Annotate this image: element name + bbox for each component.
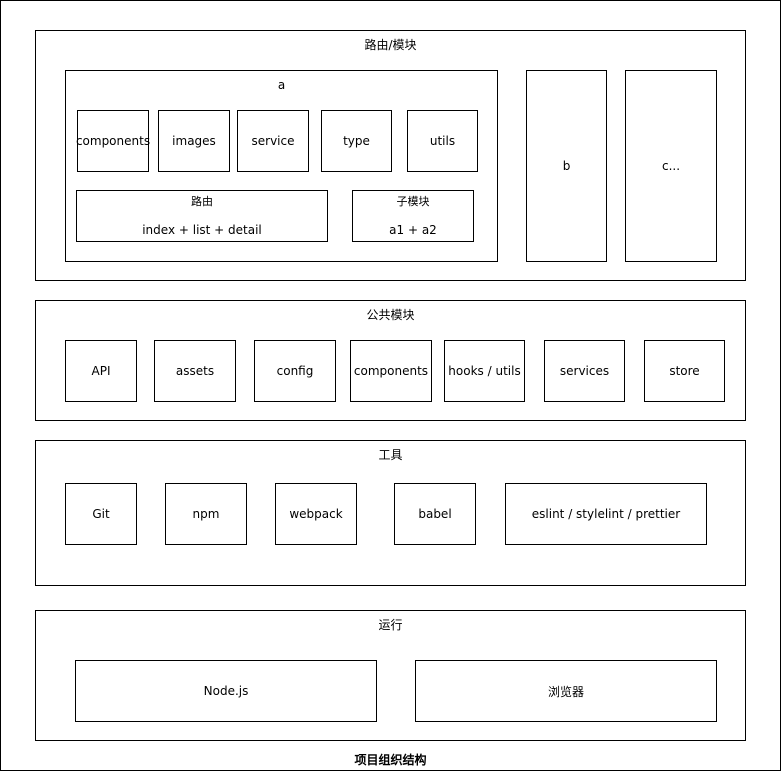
common-item-assets: assets [154, 340, 236, 402]
common-item-components: components [350, 340, 432, 402]
tools-title: 工具 [378, 448, 403, 462]
module-a-folder-images: images [158, 110, 230, 172]
tool-webpack: webpack [275, 483, 357, 545]
runtime-browser: 浏览器 [415, 660, 717, 722]
common-item-store: store [644, 340, 725, 402]
runtime-title: 运行 [378, 618, 403, 632]
module-a-route-box: 路由 index + list + detail [76, 190, 328, 242]
diagram-caption: 项目组织结构 [354, 753, 427, 767]
module-a-route-title: 路由 [191, 195, 213, 208]
common-item-services: services [544, 340, 625, 402]
tool-git: Git [65, 483, 137, 545]
common-modules-section: 公共模块 API assets config components hooks … [35, 300, 746, 421]
module-a-folder-service: service [237, 110, 309, 172]
module-b-box: b [526, 70, 607, 262]
module-a-folder-type: type [321, 110, 392, 172]
module-a-submodule-value: a1 + a2 [389, 223, 437, 237]
common-modules-title: 公共模块 [366, 308, 415, 322]
common-item-config: config [254, 340, 336, 402]
runtime-nodejs: Node.js [75, 660, 377, 722]
module-a-folder-components: components [76, 110, 150, 172]
module-a-box: a components images service type utils 路… [65, 70, 498, 262]
common-item-hooks-utils: hooks / utils [444, 340, 525, 402]
module-a-route-value: index + list + detail [142, 223, 262, 237]
routes-modules-title: 路由/模块 [364, 38, 417, 52]
module-a-submodule-title: 子模块 [396, 195, 430, 208]
tool-babel: babel [394, 483, 476, 545]
module-c-box: c... [625, 70, 717, 262]
common-item-api: API [65, 340, 137, 402]
module-a-title: a [277, 78, 286, 92]
tool-lint: eslint / stylelint / prettier [505, 483, 707, 545]
tool-npm: npm [165, 483, 247, 545]
routes-modules-section: 路由/模块 a components images service type u… [35, 30, 746, 281]
tools-section: 工具 Git npm webpack babel eslint / stylel… [35, 440, 746, 586]
runtime-section: 运行 Node.js 浏览器 [35, 610, 746, 741]
module-a-folder-utils: utils [407, 110, 478, 172]
module-a-submodule-box: 子模块 a1 + a2 [352, 190, 474, 242]
